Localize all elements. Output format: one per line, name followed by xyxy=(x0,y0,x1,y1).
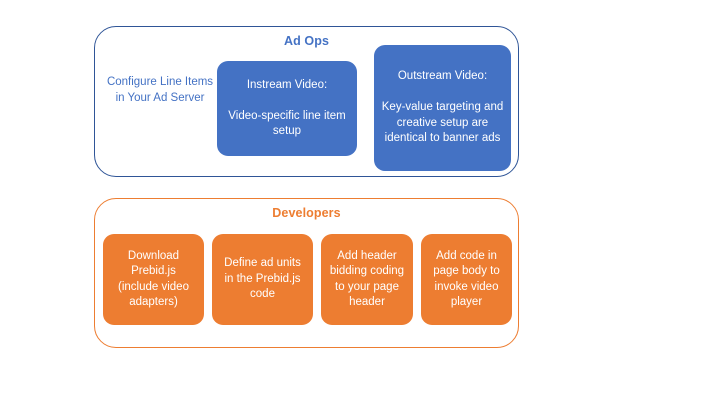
group-ad-ops: Ad Ops Configure Line Items in Your Ad S… xyxy=(94,26,519,177)
group-title-ad-ops: Ad Ops xyxy=(283,34,330,48)
label-configure-line-items: Configure Line Items in Your Ad Server xyxy=(106,76,214,104)
group-title-developers: Developers xyxy=(272,206,341,220)
box-instream-video-text: Instream Video: Video-specific line item… xyxy=(228,78,346,138)
box-download-prebid-text: Download Prebid.js (include video adapte… xyxy=(118,249,189,309)
box-outstream-video: Outstream Video: Key-value targeting and… xyxy=(374,45,511,171)
box-define-ad-units: Define ad units in the Prebid.js code xyxy=(212,234,313,325)
box-instream-video: Instream Video: Video-specific line item… xyxy=(217,61,357,156)
box-define-ad-units-text: Define ad units in the Prebid.js code xyxy=(224,257,301,301)
box-add-page-body-code-text: Add code in page body to invoke video pl… xyxy=(433,249,500,309)
box-download-prebid: Download Prebid.js (include video adapte… xyxy=(103,234,204,325)
box-outstream-video-text: Outstream Video: Key-value targeting and… xyxy=(381,70,504,145)
group-developers: Developers Download Prebid.js (include v… xyxy=(94,198,519,348)
box-add-header-bidding-code-text: Add header bidding coding to your page h… xyxy=(329,249,405,309)
box-add-header-bidding-code: Add header bidding coding to your page h… xyxy=(321,234,413,325)
box-add-page-body-code: Add code in page body to invoke video pl… xyxy=(421,234,512,325)
